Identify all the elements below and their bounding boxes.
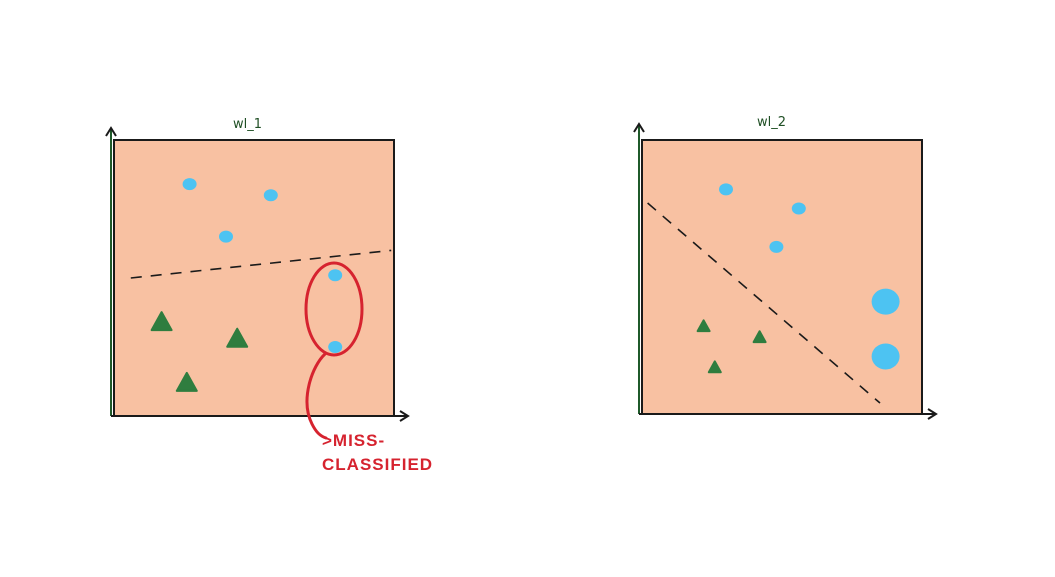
panel-wl1-background [113, 139, 395, 417]
misclassified-leader-line [305, 352, 328, 440]
green-point [150, 311, 173, 332]
blue-point [791, 202, 806, 215]
green-point [752, 330, 767, 344]
panel-wl2-points [696, 183, 900, 374]
x-axis-arrowhead [399, 410, 410, 422]
panel-wl2: wl_2 [633, 115, 938, 420]
blue-point [871, 288, 900, 315]
blue-point [263, 189, 278, 202]
panel-wl2-background [641, 139, 923, 415]
green-point [175, 371, 198, 392]
panel-wl1-axes [105, 126, 410, 422]
misclassified-label-line1: >MISS- [322, 431, 385, 450]
x-axis-arrowhead [927, 408, 938, 420]
green-point [696, 319, 711, 333]
panel-wl1-points [150, 178, 343, 392]
green-point [707, 360, 722, 374]
blue-point [769, 240, 784, 253]
blue-point [182, 178, 197, 191]
y-axis-arrowhead [105, 126, 117, 137]
panel-wl2-axes [633, 122, 938, 420]
misclassified-label-line2: CLASSIFIED [322, 455, 433, 474]
blue-point [328, 269, 343, 282]
panel-wl1-title: wl_1 [233, 117, 262, 132]
panel-wl1-decision-boundary [130, 249, 392, 279]
panel-wl1: wl_1 [105, 117, 410, 422]
panel-wl2-title: wl_2 [757, 115, 786, 130]
y-axis-arrowhead [633, 122, 645, 133]
blue-point [328, 341, 343, 353]
green-point [226, 327, 249, 348]
misclassified-annotation: >MISS- CLASSIFIED [304, 261, 433, 474]
blue-point [871, 343, 900, 370]
blue-point [219, 230, 233, 243]
blue-point [719, 183, 733, 196]
misclassified-circle [304, 261, 364, 357]
